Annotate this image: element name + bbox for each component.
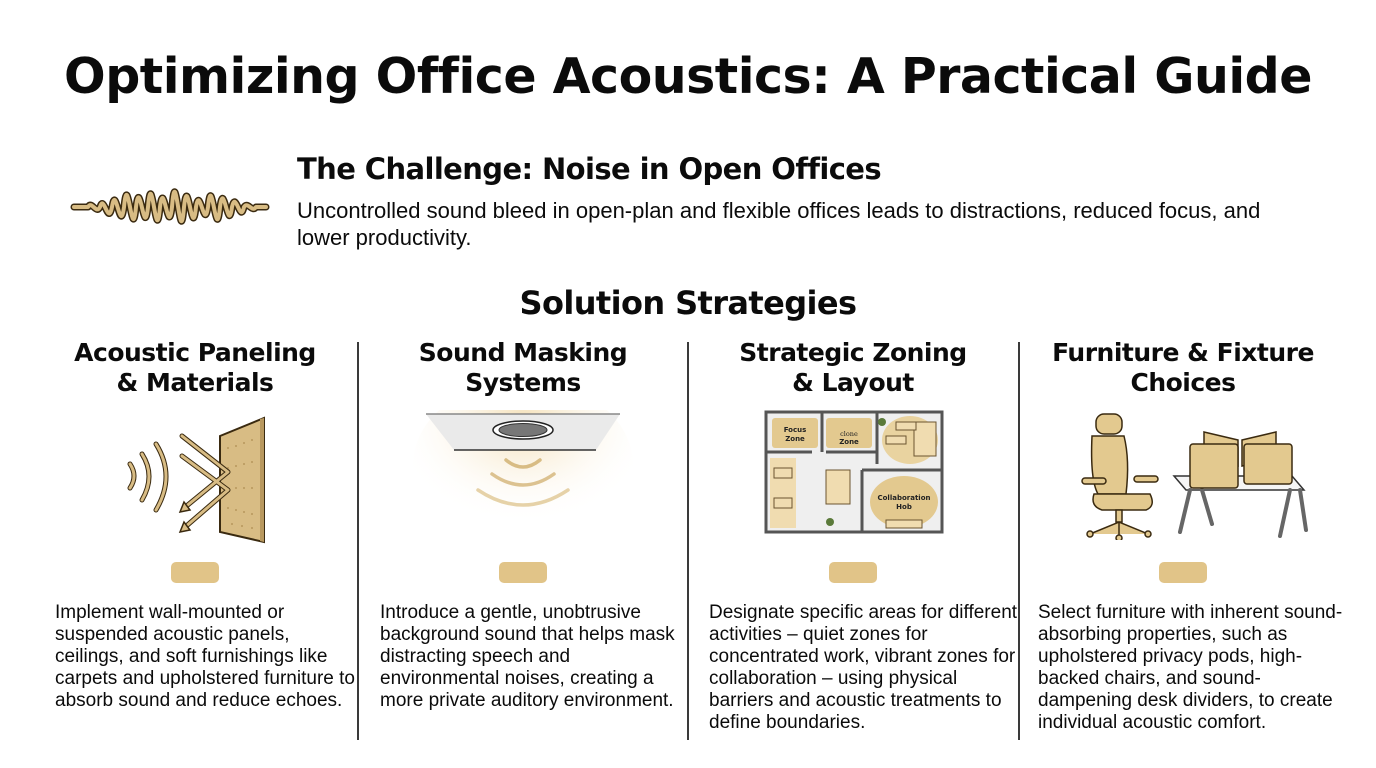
strategy-description: Implement wall-mounted or suspended acou…	[55, 602, 355, 711]
accent-bar	[499, 562, 547, 583]
column-divider	[687, 342, 689, 740]
accent-bar	[829, 562, 877, 583]
svg-text:Zone: Zone	[785, 435, 805, 443]
floor-plan-icon: Focus Zone clone Zone Collaboration Hob	[764, 410, 944, 534]
accent-bar	[171, 562, 219, 583]
strategy-description: Select furniture with inherent sound-abs…	[1038, 602, 1343, 733]
solutions-heading: Solution Strategies	[519, 284, 858, 322]
sound-wave-icon	[70, 188, 270, 225]
strategy-description: Introduce a gentle, unobtrusive backgrou…	[380, 602, 675, 711]
ceiling-speaker-icon	[413, 410, 633, 550]
svg-text:Focus: Focus	[784, 426, 807, 434]
challenge-heading: The Challenge: Noise in Open Offices	[297, 152, 882, 186]
challenge-description: Uncontrolled sound bleed in open-plan an…	[297, 198, 1261, 250]
page-title: Optimizing Office Acoustics: A Practical…	[64, 48, 1312, 105]
strategy-title: Strategic Zoning & Layout	[739, 338, 967, 397]
accent-bar	[1159, 562, 1207, 583]
strategy-title: Sound Masking Systems	[418, 338, 628, 397]
acoustic-panel-icon	[127, 416, 265, 544]
svg-text:Zone: Zone	[839, 438, 859, 446]
strategy-description: Designate specific areas for different a…	[709, 602, 1018, 733]
column-divider	[357, 342, 359, 740]
svg-text:Hob: Hob	[896, 503, 912, 511]
office-furniture-icon	[1081, 413, 1308, 540]
svg-text:Collaboration: Collaboration	[877, 494, 930, 502]
strategy-title: Acoustic Paneling & Materials	[74, 338, 316, 397]
svg-text:clone: clone	[840, 430, 858, 438]
column-divider	[1018, 342, 1020, 740]
strategy-title: Furniture & Fixture Choices	[1052, 338, 1314, 397]
